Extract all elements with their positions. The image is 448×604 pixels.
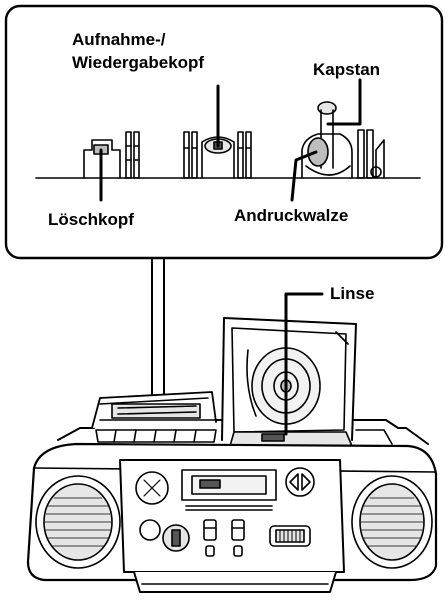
lens — [262, 434, 284, 441]
label-record-playback-head-line1: Aufnahme-/ — [72, 30, 166, 50]
label-pinch-roller: Andruckwalze — [234, 206, 348, 226]
label-record-playback-head-line2: Wiedergabekopf — [72, 53, 204, 73]
boombox-body — [28, 318, 436, 592]
label-erase-head: Löschkopf — [48, 210, 134, 230]
label-lens: Linse — [330, 284, 374, 304]
erase-head-drawing — [84, 132, 139, 178]
label-capstan: Kapstan — [313, 60, 380, 80]
capstan-pinch-roller-drawing — [302, 102, 384, 178]
